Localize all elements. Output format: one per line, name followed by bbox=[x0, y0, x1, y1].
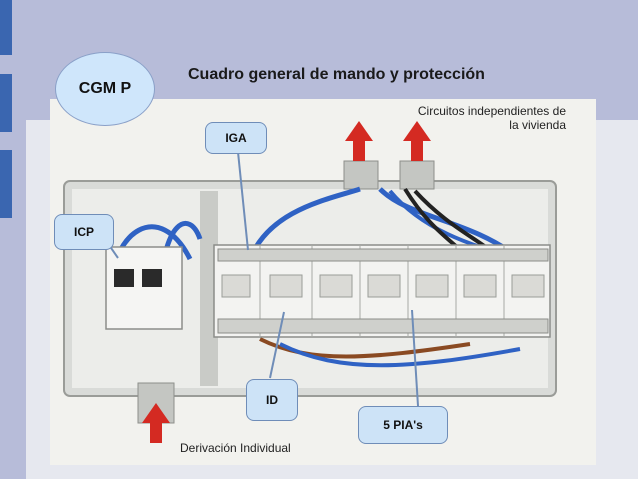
up-arrow-icon bbox=[345, 121, 373, 161]
side-marker bbox=[0, 74, 12, 132]
breaker-lever bbox=[463, 274, 497, 298]
circuits-caption: Circuitos independientes de la vivienda bbox=[376, 104, 566, 132]
slide-title: Cuadro general de mando y protección bbox=[188, 66, 485, 83]
wire-blue bbox=[247, 186, 361, 260]
slide-left-band bbox=[0, 0, 26, 479]
breaker-lever bbox=[511, 274, 545, 298]
breaker-lever bbox=[415, 274, 449, 298]
icp-lever bbox=[114, 269, 134, 287]
side-marker bbox=[0, 0, 12, 55]
breaker-lever bbox=[221, 274, 251, 298]
up-arrow-icon bbox=[142, 403, 170, 443]
callout-id: ID bbox=[246, 379, 298, 421]
panel-illustration bbox=[63, 121, 557, 443]
top-conduit bbox=[399, 160, 435, 190]
electrical-panel-photo: Circuitos independientes de la vivienda … bbox=[50, 99, 596, 465]
icp-lever bbox=[142, 269, 162, 287]
breaker-lever bbox=[269, 274, 303, 298]
callout-icp: ICP bbox=[54, 214, 114, 250]
circuits-caption-line: Circuitos independientes de bbox=[417, 104, 566, 118]
side-marker bbox=[0, 150, 12, 218]
wire-blue bbox=[279, 342, 521, 368]
icp-breaker bbox=[105, 246, 183, 330]
derivacion-caption: Derivación Individual bbox=[180, 441, 291, 455]
cgmp-badge: CGM P bbox=[55, 52, 155, 126]
circuits-caption-line: la vivienda bbox=[509, 118, 566, 132]
callout-pias: 5 PIA's bbox=[358, 406, 448, 444]
breaker-lever bbox=[319, 274, 353, 298]
top-conduit bbox=[343, 160, 379, 190]
terminal-row bbox=[217, 248, 549, 334]
breaker-lever bbox=[367, 274, 401, 298]
up-arrow-icon bbox=[403, 121, 431, 161]
callout-iga: IGA bbox=[205, 122, 267, 154]
